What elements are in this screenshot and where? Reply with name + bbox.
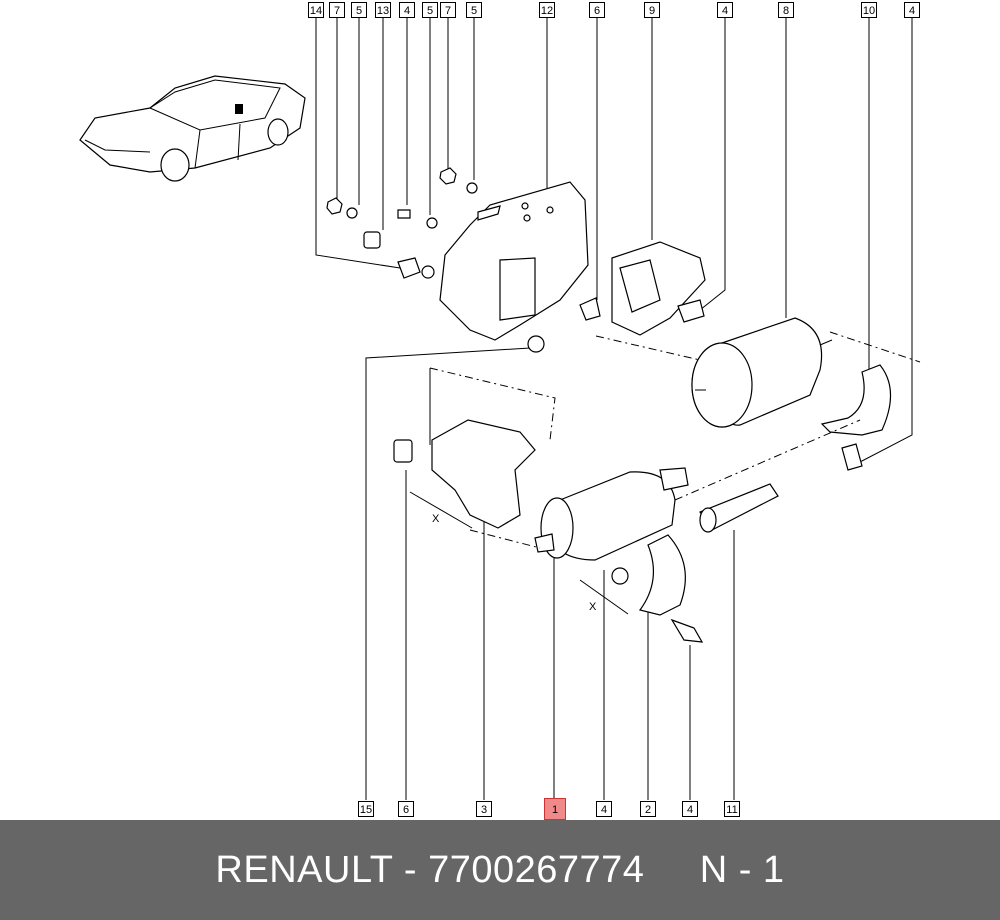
dimension-marks [409, 331, 921, 615]
callout-14: 14 [308, 2, 324, 18]
fuel-hose [699, 483, 779, 533]
callout-7: 7 [440, 2, 456, 18]
fuel-pump [534, 467, 689, 561]
callout-1-highlighted: 1 [544, 798, 566, 820]
pump-clamp [611, 534, 704, 643]
callout-9: 9 [644, 2, 660, 18]
callout-4: 4 [717, 2, 733, 18]
callout-13: 13 [375, 2, 391, 18]
callout-4: 4 [596, 801, 612, 817]
fasteners-top [326, 167, 545, 353]
callout-5: 5 [422, 2, 438, 18]
callout-15: 15 [358, 801, 374, 817]
callout-4: 4 [904, 2, 920, 18]
pump-cover [579, 241, 706, 336]
mounting-plate [439, 181, 589, 341]
page-label: N - 1 [699, 848, 785, 891]
callout-5: 5 [466, 2, 482, 18]
car-illustration [79, 75, 306, 182]
callout-4: 4 [399, 2, 415, 18]
dimension-label-left: X [432, 513, 440, 525]
callout-7: 7 [329, 2, 345, 18]
footer-bar: RENAULT - 7700267774 N - 1 [0, 820, 1000, 920]
callout-6: 6 [589, 2, 605, 18]
callout-11: 11 [724, 801, 740, 817]
callout-6: 6 [398, 801, 414, 817]
exploded-parts-diagram: X X [79, 18, 921, 800]
callout-5: 5 [351, 2, 367, 18]
dimension-label-right: X [589, 601, 597, 613]
pump-bracket [393, 367, 556, 529]
part-number: 7700267774 [428, 848, 645, 891]
footer-caption: RENAULT - 7700267774 N - 1 [215, 849, 784, 892]
brand-name: RENAULT [215, 848, 393, 891]
bottom-leader-lines [365, 347, 735, 800]
fuel-filter [691, 317, 833, 428]
callout-3: 3 [476, 801, 492, 817]
callout-10: 10 [861, 2, 877, 18]
callout-4: 4 [682, 801, 698, 817]
callout-8: 8 [778, 2, 794, 18]
caption-separator: - [392, 848, 429, 891]
top-leader-lines [315, 18, 913, 463]
caption-gap [644, 849, 699, 891]
callout-12: 12 [539, 2, 555, 18]
callout-2: 2 [640, 801, 656, 817]
filter-clamp [820, 364, 892, 471]
